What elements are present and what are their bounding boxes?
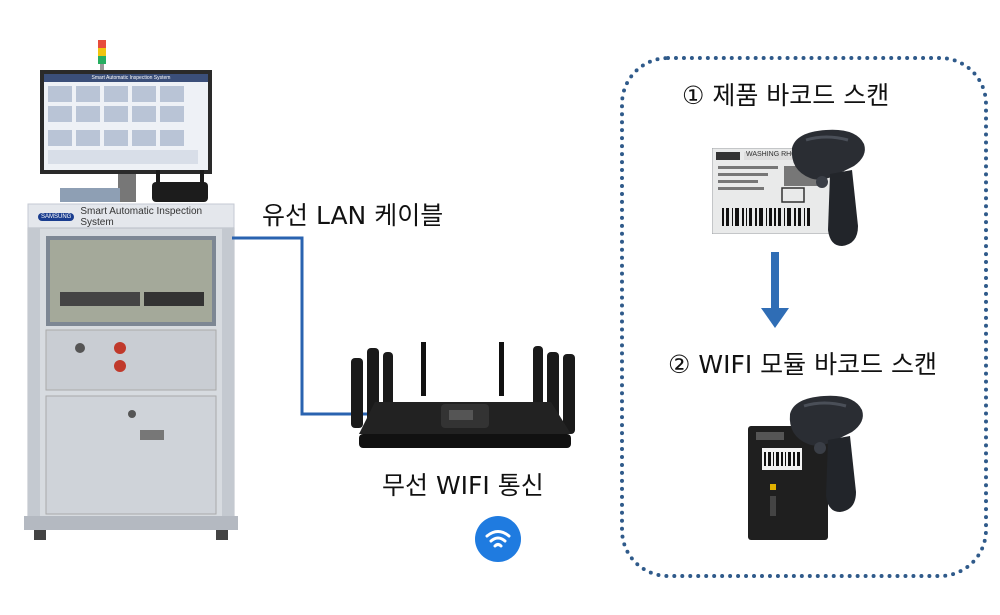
barcode-scanner-icon: [789, 395, 863, 512]
cabinet-title-text: Smart Automatic Inspection System: [80, 206, 203, 228]
wifi-icon: [485, 530, 511, 548]
wifi-module-barcode: [748, 426, 828, 540]
step1-label: ① 제품 바코드 스캔: [682, 81, 890, 110]
wireless-wifi-label: 무선 WIFI 통신: [382, 471, 544, 500]
lan-cable: [232, 236, 382, 416]
cabinet-title: SAMSUNG Smart Automatic Inspection Syste…: [38, 206, 234, 228]
monitor-title: Smart Automatic Inspection System: [91, 75, 171, 81]
inspection-machine: [24, 40, 238, 540]
product-label-brand: WASHING RHCA: [746, 151, 801, 158]
brand-logo: SAMSUNG: [38, 213, 75, 221]
scan-process-frame: [620, 56, 988, 578]
wifi-badge: [475, 516, 521, 562]
wired-lan-label: 유선 LAN 케이블: [262, 201, 444, 230]
step2-label: ② WIFI 모듈 바코드 스캔: [668, 350, 938, 379]
arrow-down-icon: [761, 252, 789, 328]
wifi-router: [351, 342, 575, 448]
barcode-scanner-icon: [791, 129, 865, 246]
